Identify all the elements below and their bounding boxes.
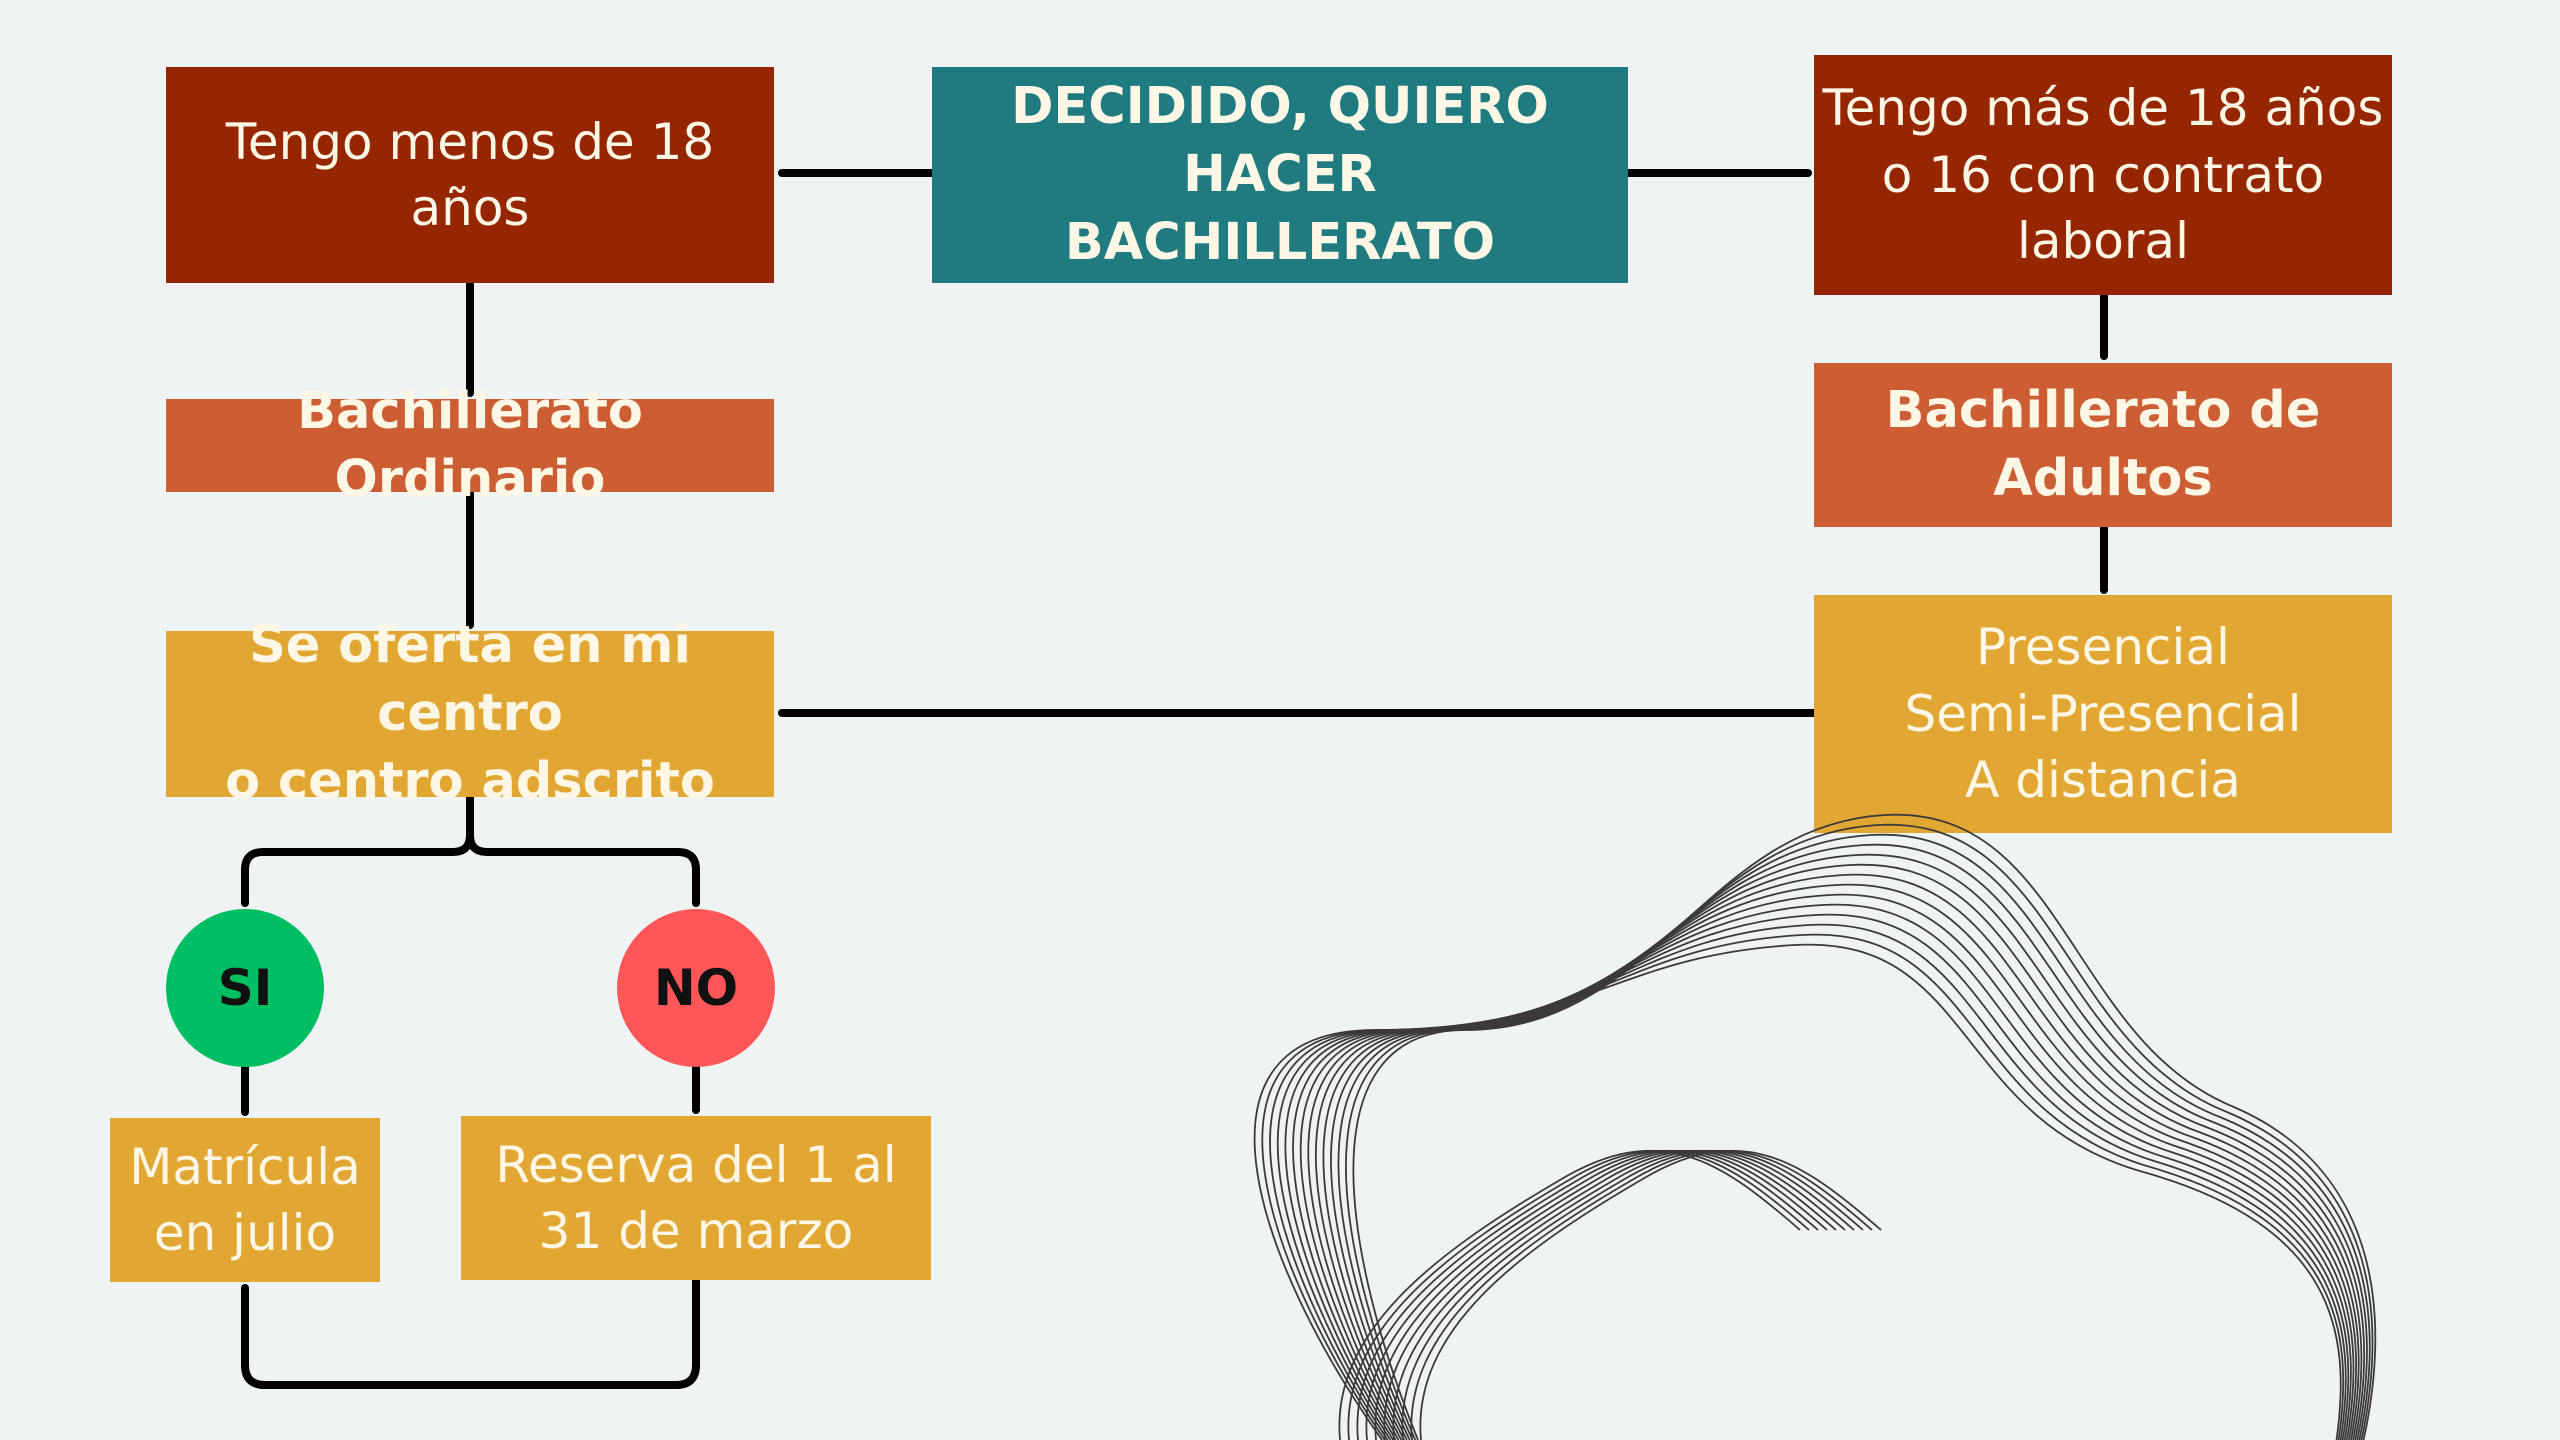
start-node: DECIDIDO, QUIERO HACER BACHILLERATO xyxy=(932,67,1628,283)
wave-line xyxy=(1345,824,2374,1440)
arrow-oferta-to-no xyxy=(466,794,700,907)
no-circle: NO xyxy=(617,909,775,1067)
reserva-node: Reserva del 1 al 31 de marzo xyxy=(461,1116,931,1280)
wave-line xyxy=(1307,873,2360,1440)
wave-line xyxy=(1365,1149,1828,1440)
modalidades-node: Presencial Semi-Presencial A distancia xyxy=(1814,595,2392,833)
wave-line xyxy=(1330,843,2368,1440)
wave-line xyxy=(1374,1149,1837,1440)
wave-line xyxy=(1419,1149,1882,1440)
wave-line xyxy=(1337,834,2371,1440)
wave-line xyxy=(1314,863,2363,1440)
wave-line xyxy=(1383,1149,1846,1440)
adultos-node: Bachillerato de Adultos xyxy=(1814,363,2392,527)
matricula-node: Matrícula en julio xyxy=(110,1118,380,1282)
wave-line xyxy=(1338,1149,1801,1440)
wave-line xyxy=(1261,933,2345,1440)
si-circle: SI xyxy=(166,909,324,1067)
wave-line xyxy=(1322,853,2366,1440)
wave-line xyxy=(1356,1149,1819,1440)
wave-line xyxy=(1284,903,2352,1440)
arrow-reserva-to-matricula xyxy=(241,1276,700,1389)
wave-line xyxy=(1410,1149,1873,1440)
over-18-node: Tengo más de 18 años o 16 con contrato l… xyxy=(1814,55,2392,295)
wave-line xyxy=(1392,1149,1855,1440)
wave-line xyxy=(1276,913,2350,1440)
under-18-node: Tengo menos de 18 años xyxy=(166,67,774,283)
wave-line xyxy=(1253,943,2342,1440)
wave-line xyxy=(1401,1149,1864,1440)
wave-line xyxy=(1352,814,2377,1440)
wave-line xyxy=(1269,923,2347,1440)
wave-line xyxy=(1347,1149,1810,1440)
wave-line xyxy=(1299,883,2357,1440)
wave-line xyxy=(1292,893,2355,1440)
